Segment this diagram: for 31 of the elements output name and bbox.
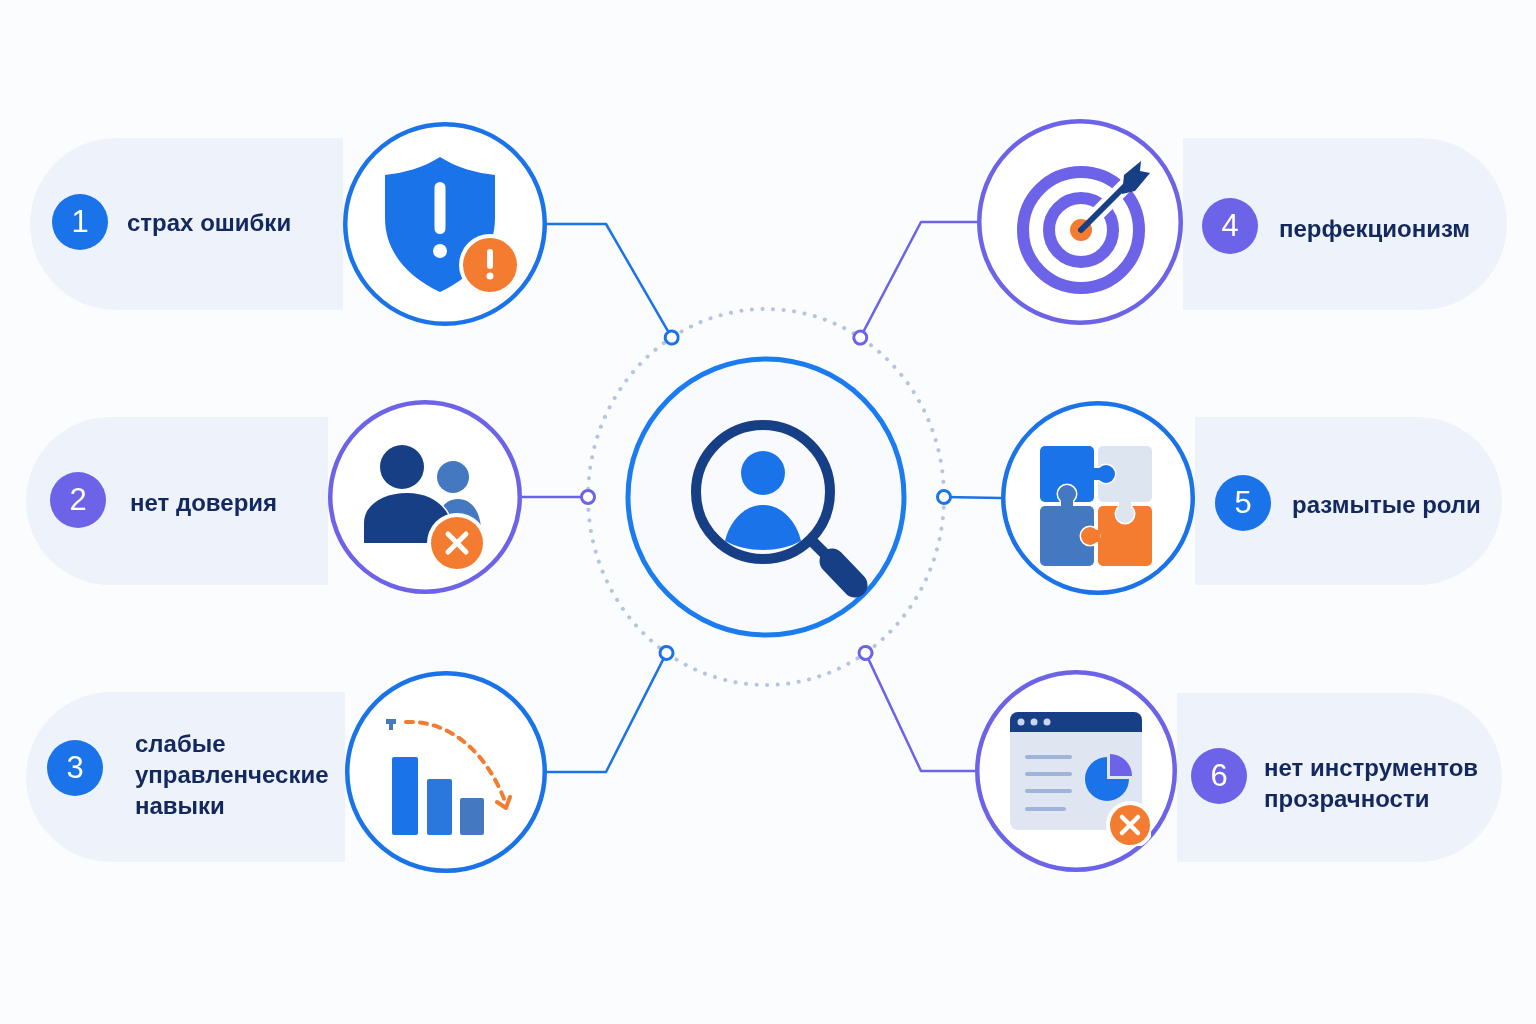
icon-circle (343, 122, 547, 326)
item-band (26, 417, 328, 585)
item-band (26, 692, 345, 862)
step-number: 1 (52, 194, 108, 250)
connector-line (522, 489, 596, 505)
connector-line (936, 489, 1002, 505)
item-band (1195, 417, 1502, 585)
item-label: слабые управленческие навыки (135, 728, 330, 821)
item-label: размытые роли (1292, 489, 1482, 520)
connector-line (857, 644, 975, 773)
icon-circle (975, 670, 1177, 872)
item-band (1177, 693, 1502, 862)
connector-line (547, 644, 675, 774)
step-number: 6 (1191, 748, 1247, 804)
connector-line (547, 222, 680, 346)
item-label: нет инструментов прозрачности (1264, 753, 1480, 814)
icon-circle (328, 400, 522, 594)
step-number: 4 (1202, 198, 1258, 254)
icon-circle (345, 671, 547, 873)
item-band (1183, 138, 1507, 310)
dotted-orbit-ring (586, 307, 946, 687)
icon-circle (977, 119, 1183, 325)
icon-circle (1001, 401, 1195, 595)
step-number: 3 (47, 740, 103, 796)
item-label: перфекционизм (1279, 213, 1472, 244)
item-band (30, 138, 343, 310)
step-number: 5 (1215, 475, 1271, 531)
step-number: 2 (50, 472, 106, 528)
item-label: страх ошибки (127, 207, 293, 238)
connector-line (852, 220, 977, 346)
item-label: нет доверия (130, 487, 279, 518)
